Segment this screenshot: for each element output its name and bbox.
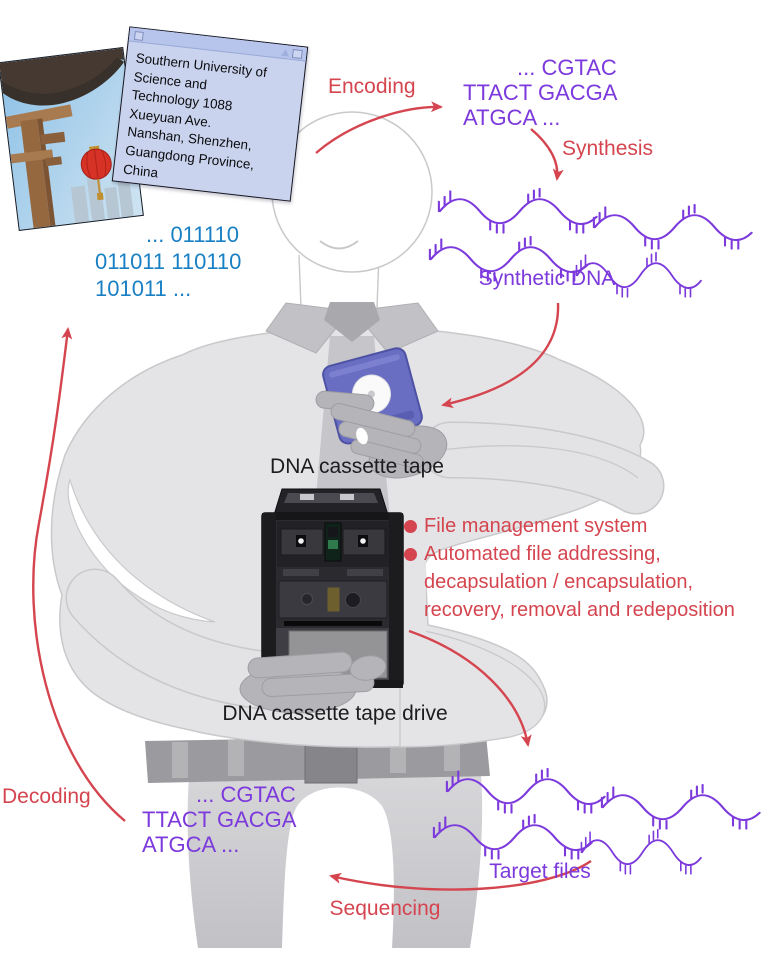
skyline xyxy=(70,174,134,224)
dna-sequence-top: ... CGTAC TTACT GACGA ATGCA ... xyxy=(463,55,617,130)
window-triangle-icon xyxy=(281,48,290,57)
binary-line: ... 011110 xyxy=(146,222,239,247)
right-hand xyxy=(315,390,448,479)
torso-waist xyxy=(402,560,426,640)
encoding-label: Encoding xyxy=(328,75,416,98)
photo-thumbnail xyxy=(0,46,144,232)
sequence-line: ATGCA ... xyxy=(142,832,240,857)
sequence-line: ... CGTAC xyxy=(196,782,296,807)
feature-text: File management system xyxy=(424,515,648,537)
target-files-label: Target files xyxy=(489,860,591,883)
left-hand xyxy=(239,651,387,714)
smile xyxy=(319,240,359,250)
address-text: Southern University of Science and Techn… xyxy=(122,50,268,181)
sequence-line: TTACT GACGA xyxy=(142,807,297,832)
feature-item: Automated file addressing, decapsulation… xyxy=(404,540,768,624)
window-maximize-icon xyxy=(291,48,303,60)
dna-sequence-bottom: ... CGTAC TTACT GACGA ATGCA ... xyxy=(142,782,296,857)
photo-scene xyxy=(0,48,143,230)
address-window: Southern University of Science and Techn… xyxy=(111,26,309,202)
synthetic-dna-label: Synthetic DNA xyxy=(478,267,616,290)
pants xyxy=(187,745,483,948)
feature-text: Automated file addressing, decapsulation… xyxy=(424,543,735,621)
bullet-icon xyxy=(404,520,417,533)
sequence-line: ATGCA ... xyxy=(463,105,561,130)
binary-code: ... 011110 011011 110110 101011 ... xyxy=(95,221,241,302)
head xyxy=(271,111,433,310)
roof-icon xyxy=(0,48,124,97)
decoding-label: Decoding xyxy=(2,785,91,808)
binary-line: 011011 110110 xyxy=(95,249,242,274)
drive-label: DNA cassette tape drive xyxy=(222,702,448,725)
feature-list: File management system Automated file ad… xyxy=(404,512,768,624)
thumbnail xyxy=(356,427,368,445)
sequencing-label: Sequencing xyxy=(329,897,441,920)
tie-knot xyxy=(324,302,380,342)
feature-item: File management system xyxy=(404,512,768,540)
bullet-icon xyxy=(404,548,417,561)
cassette-label: DNA cassette tape xyxy=(270,455,444,478)
lantern-icon xyxy=(80,145,112,201)
jacket-hem xyxy=(399,629,546,748)
window-menu-icon xyxy=(133,30,144,41)
sequence-line: TTACT GACGA xyxy=(463,80,618,105)
synthesis-label: Synthesis xyxy=(562,137,654,160)
right-arm-seam xyxy=(427,445,639,479)
binary-line: 101011 ... xyxy=(95,276,192,301)
sequence-line: ... CGTAC xyxy=(517,55,617,80)
right-forearm xyxy=(423,423,663,513)
